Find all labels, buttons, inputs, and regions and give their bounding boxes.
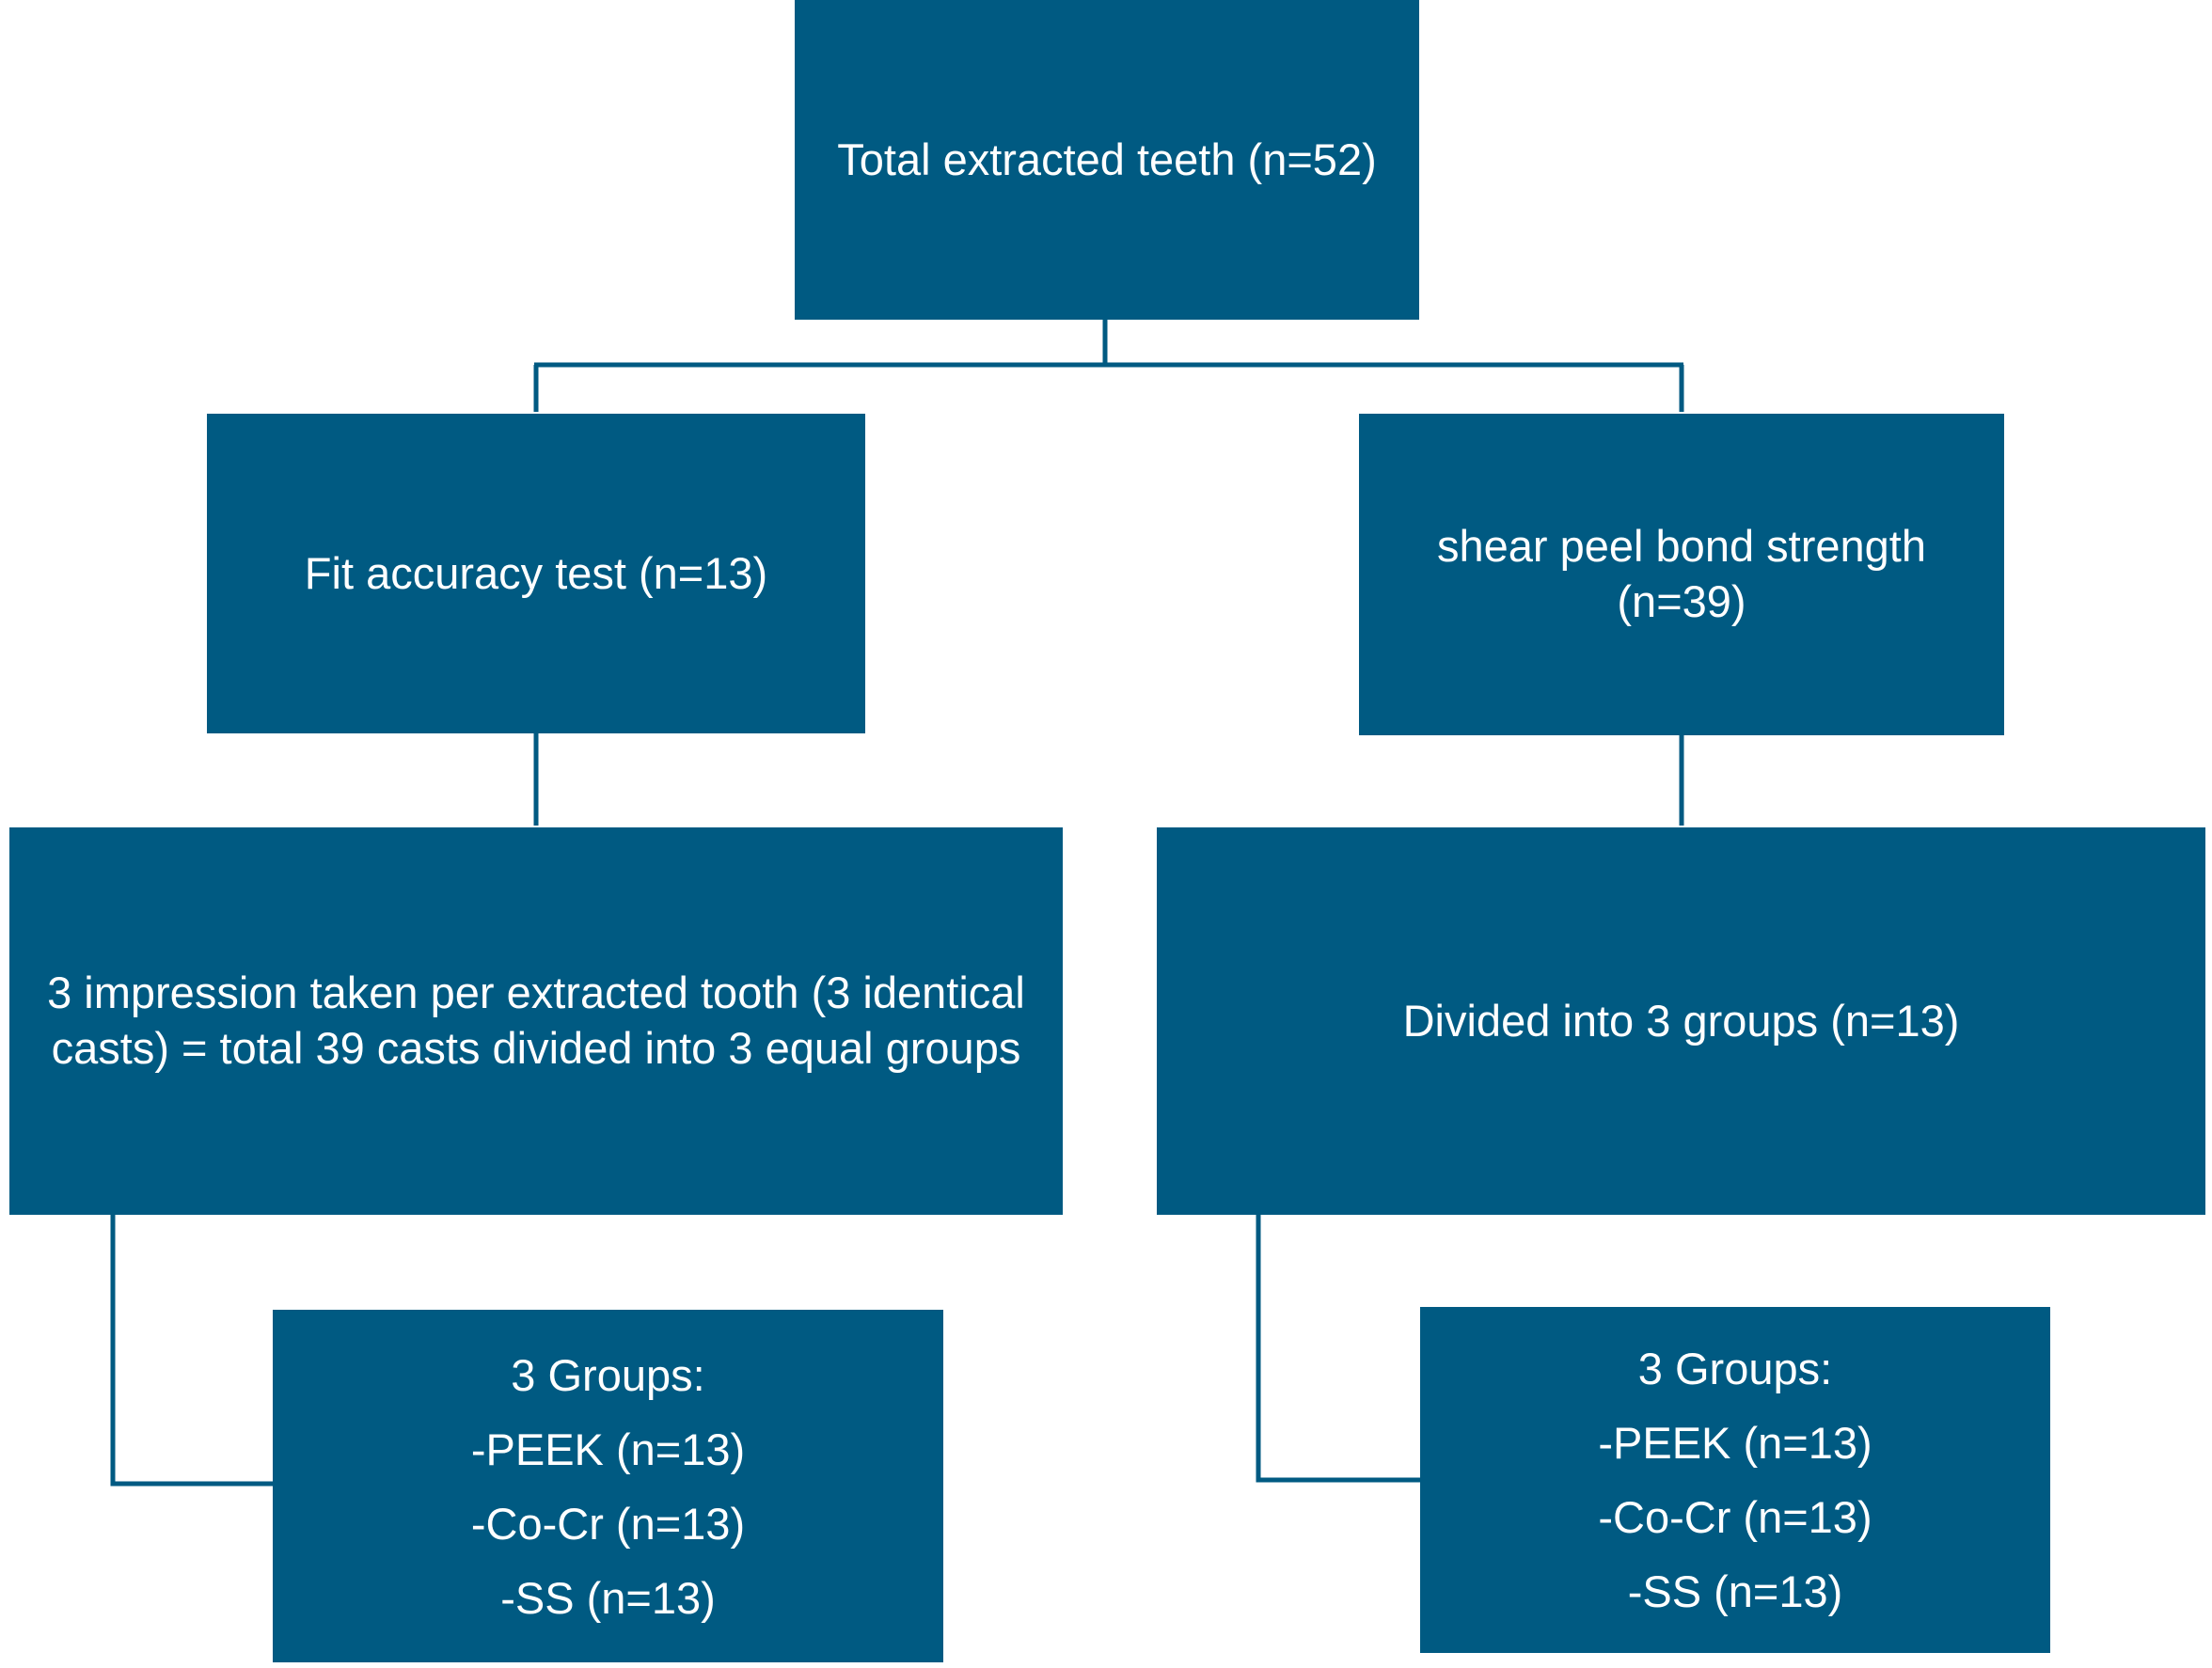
fit-accuracy-label: Fit accuracy test (n=13) xyxy=(304,547,768,598)
connector-left-method-to-groups xyxy=(110,1215,273,1487)
connector-right-method-to-groups xyxy=(1256,1215,1420,1483)
fit-accuracy-box: Fit accuracy test (n=13) xyxy=(207,414,865,733)
impression-method-box: 3 impression taken per extracted tooth (… xyxy=(9,827,1063,1215)
impression-method-line-2: casts) = total 39 casts divided into 3 e… xyxy=(51,1023,1021,1073)
right-groups-box: 3 Groups: -PEEK (n=13) -Co-Cr (n=13) -SS… xyxy=(1420,1307,2050,1653)
impression-method-line-1: 3 impression taken per extracted tooth (… xyxy=(47,968,1025,1018)
right-group-ss: -SS (n=13) xyxy=(1627,1566,1843,1616)
root-label: Total extracted teeth (n=52) xyxy=(837,134,1377,184)
left-groups-heading: 3 Groups: xyxy=(511,1349,705,1400)
right-group-peek: -PEEK (n=13) xyxy=(1598,1418,1872,1468)
shear-peel-label-line-2: (n=39) xyxy=(1617,576,1746,626)
left-group-ss: -SS (n=13) xyxy=(500,1572,716,1623)
shear-peel-box: shear peel bond strength (n=39) xyxy=(1359,414,2004,735)
shear-peel-label-line-1: shear peel bond strength xyxy=(1437,521,1926,572)
left-group-peek: -PEEK (n=13) xyxy=(470,1424,746,1474)
right-group-co-cr: -Co-Cr (n=13) xyxy=(1598,1492,1872,1542)
divided-groups-label: Divided into 3 groups (n=13) xyxy=(1402,995,1960,1046)
left-groups-box: 3 Groups: -PEEK (n=13) -Co-Cr (n=13) -SS… xyxy=(273,1310,943,1662)
divided-groups-box: Divided into 3 groups (n=13) xyxy=(1157,827,2205,1215)
left-group-co-cr: -Co-Cr (n=13) xyxy=(470,1498,746,1549)
right-groups-heading: 3 Groups: xyxy=(1637,1344,1833,1393)
root-box: Total extracted teeth (n=52) xyxy=(795,0,1419,320)
